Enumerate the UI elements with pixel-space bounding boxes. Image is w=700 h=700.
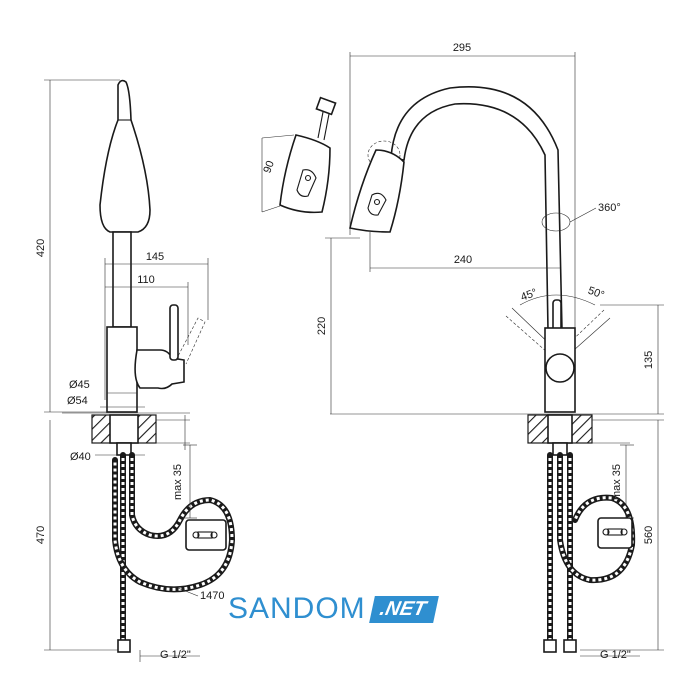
dim-right-angle-left: 45° [519, 287, 539, 304]
dim-left-body-width: 145 [146, 251, 164, 263]
dim-right-spout-height: 220 [316, 317, 328, 335]
dim-left-handle-width: 110 [137, 274, 155, 286]
front-lever-housing [545, 353, 575, 383]
front-spray-head [349, 149, 405, 233]
dim-right-reach: 295 [453, 42, 471, 54]
dim-right-rotation: 360° [598, 202, 621, 214]
dim-right-thread: G 1/2" [600, 649, 631, 661]
dim-spray-head-length: 90 [261, 159, 276, 175]
front-hose-weight [597, 517, 633, 549]
dim-right-below-height: 560 [643, 526, 655, 544]
dim-right-max-35: max 35 [611, 464, 623, 500]
dim-left-below-height: 470 [35, 526, 47, 544]
side-faucet-body [106, 326, 138, 413]
side-hose-weight [185, 519, 227, 551]
dim-left-thread: G 1/2" [160, 649, 191, 661]
dim-left-height-total: 420 [35, 239, 47, 257]
dim-hose-length: 1470 [200, 590, 224, 602]
side-lever [169, 304, 179, 361]
dim-left-diam-54: Ø54 [67, 395, 88, 407]
front-spout [390, 86, 563, 331]
side-view: 420 145 110 Ø45 Ø54 Ø40 max 35 470 1470 … [35, 79, 236, 662]
spray-head-connector [315, 96, 337, 116]
logo-main-text: SANDOM [228, 592, 366, 625]
spray-head-detail: 90 [261, 96, 337, 214]
dim-left-diam-45: Ø45 [69, 379, 90, 391]
dim-left-diam-40: Ø40 [70, 451, 91, 463]
logo-suffix-badge: .NET [368, 595, 439, 623]
dim-left-max-35: max 35 [172, 464, 184, 500]
spray-head-body [279, 134, 331, 214]
dim-right-angle-right: 50° [586, 285, 606, 302]
front-view: 295 360° 240 220 45° 50° 135 max 35 560 … [316, 42, 664, 661]
side-spout-tube [112, 231, 132, 328]
side-spray-head [99, 79, 151, 233]
dim-right-spout-reach: 240 [454, 254, 472, 266]
sandom-logo: SANDOM .NET [228, 592, 439, 626]
dim-right-handle-height: 135 [643, 351, 655, 369]
